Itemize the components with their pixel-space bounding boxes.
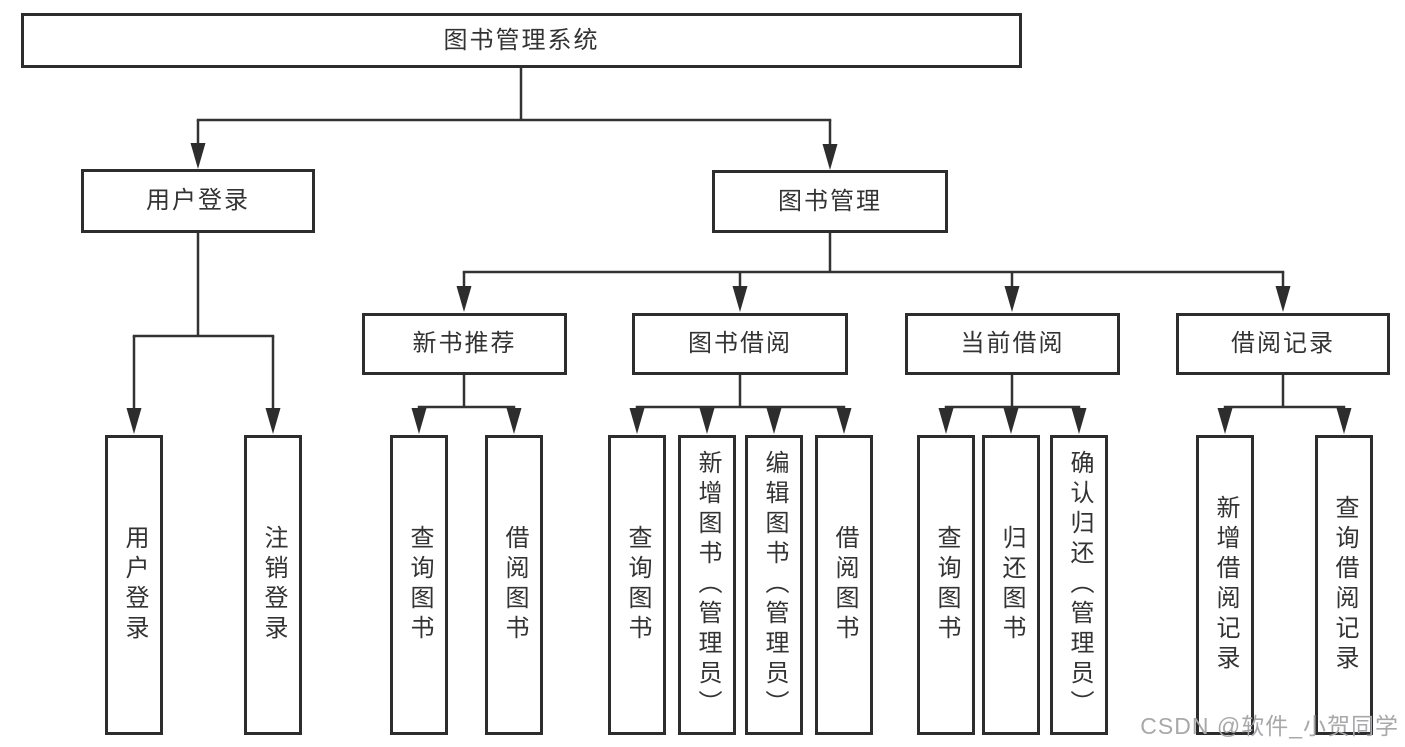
leaf-confirm-return-admin-label: 确认归还（管理员）: [1066, 450, 1093, 720]
node-user-login-label: 用户登录: [146, 187, 250, 214]
node-book-borrow: 图书借阅: [632, 313, 848, 375]
arrowhead-group: [126, 143, 1352, 434]
leaf-user-login: 用户登录: [105, 435, 163, 735]
leaf-borrow-books: 借阅图书: [815, 435, 873, 735]
node-new-book-recommend-label: 新书推荐: [412, 330, 517, 357]
leaf-confirm-return-admin: 确认归还（管理员）: [1050, 435, 1108, 735]
leaf-user-login-label: 用户登录: [121, 525, 148, 645]
leaf-query-books-recommend: 查询图书: [390, 435, 448, 735]
leaf-query-books-borrow-label: 查询图书: [624, 525, 651, 645]
node-user-login: 用户登录: [81, 169, 315, 233]
leaf-borrow-books-recommend: 借阅图书: [485, 435, 543, 735]
leaf-logout-label: 注销登录: [260, 525, 287, 645]
node-borrow-records: 借阅记录: [1176, 313, 1390, 375]
leaf-borrow-books-label: 借阅图书: [831, 525, 858, 645]
csdn-watermark: CSDN @软件_小贺同学: [1140, 713, 1399, 739]
leaf-add-borrow-record: 新增借阅记录: [1196, 435, 1254, 735]
leaf-add-books-admin-label: 新增图书（管理员）: [694, 450, 721, 720]
leaf-query-borrow-record-label: 查询借阅记录: [1331, 495, 1358, 675]
leaf-borrow-books-recommend-label: 借阅图书: [501, 525, 528, 645]
node-book-borrow-label: 图书借阅: [688, 330, 792, 357]
node-current-borrow-label: 当前借阅: [960, 330, 1065, 357]
leaf-edit-books-admin: 编辑图书（管理员）: [745, 435, 803, 735]
node-book-management-label: 图书管理: [778, 187, 882, 215]
node-current-borrow: 当前借阅: [905, 313, 1120, 375]
leaf-query-books-borrow: 查询图书: [608, 435, 666, 735]
leaf-logout: 注销登录: [244, 435, 302, 735]
node-new-book-recommend: 新书推荐: [362, 313, 567, 375]
leaf-return-books-label: 归还图书: [998, 525, 1025, 645]
node-borrow-records-label: 借阅记录: [1231, 330, 1335, 357]
node-book-management: 图书管理: [712, 170, 948, 233]
leaf-query-books-current: 查询图书: [917, 435, 975, 735]
leaf-return-books: 归还图书: [982, 435, 1040, 735]
node-library-system-label: 图书管理系统: [443, 26, 600, 54]
leaf-edit-books-admin-label: 编辑图书（管理员）: [761, 450, 788, 720]
leaf-query-borrow-record: 查询借阅记录: [1315, 435, 1373, 735]
leaf-add-borrow-record-label: 新增借阅记录: [1212, 495, 1239, 675]
leaf-query-books-recommend-label: 查询图书: [406, 525, 433, 645]
node-library-system: 图书管理系统: [21, 13, 1022, 68]
leaf-add-books-admin: 新增图书（管理员）: [678, 435, 736, 735]
leaf-query-books-current-label: 查询图书: [933, 525, 960, 645]
